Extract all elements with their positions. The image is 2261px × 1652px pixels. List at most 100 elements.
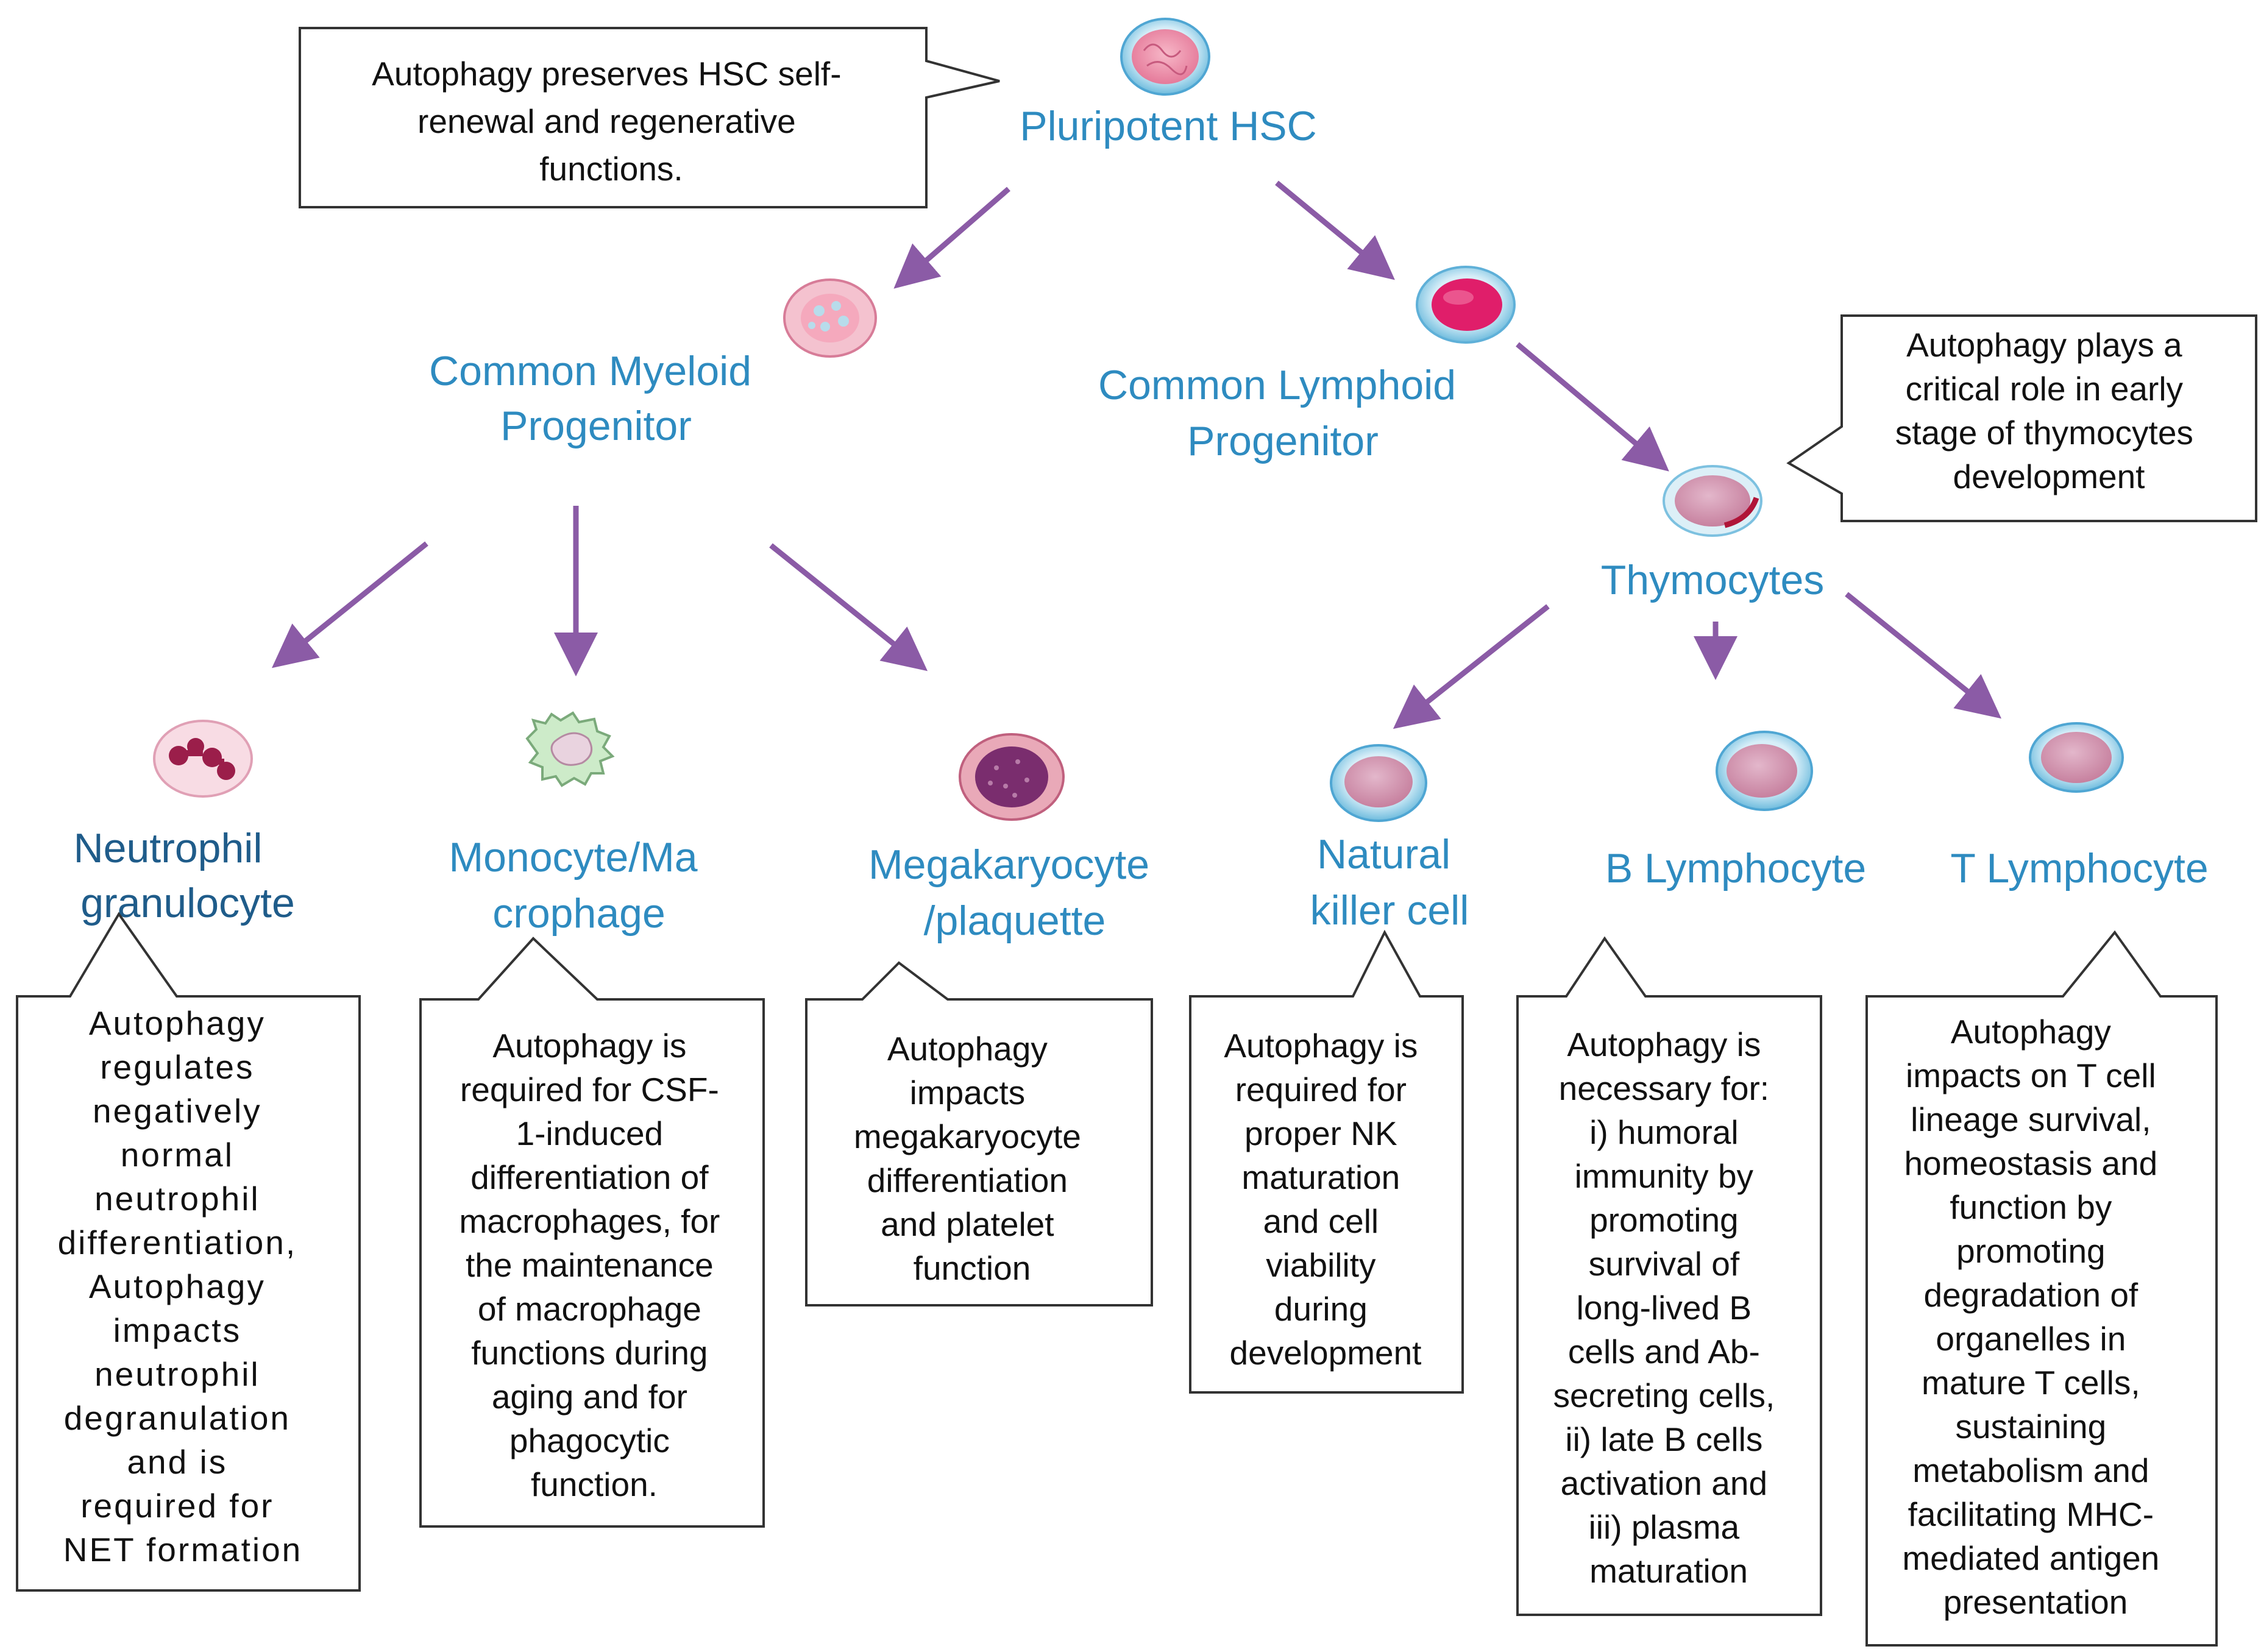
callout-line: activation and: [1561, 1464, 1767, 1502]
label-t-lymphocyte: T Lymphocyte: [1950, 845, 2208, 892]
callout-line: required for CSF-: [460, 1071, 719, 1108]
label-clp-line: Progenitor: [1187, 418, 1379, 464]
callout-line: cells and Ab-: [1568, 1333, 1760, 1370]
callout-line: during: [1274, 1290, 1368, 1328]
callout-line: function by: [1950, 1188, 2112, 1226]
callout-neutrophil: Autophagy regulates negatively normal ne…: [16, 912, 361, 1592]
callout-line: degradation of: [1924, 1276, 2139, 1314]
label-megakaryocyte-line: /plaquette: [924, 898, 1106, 944]
callout-b-lymphocyte: Autophagy is necessary for: i) humoral i…: [1516, 936, 1822, 1616]
neutrophil-cell-icon: [153, 720, 253, 798]
callout-line: and platelet: [881, 1205, 1054, 1243]
label-monocyte-line: Monocyte/Ma: [449, 834, 697, 881]
callout-line: promoting: [1589, 1201, 1739, 1239]
callout-line: sustaining: [1956, 1408, 2107, 1445]
megakaryocyte-cell-icon: [959, 733, 1065, 821]
arrow-hsc-to-cmp: [893, 186, 1010, 289]
callout-line: NET formation: [63, 1531, 303, 1569]
callout-line: regulates: [100, 1048, 254, 1086]
callout-line: facilitating MHC-: [1908, 1495, 2154, 1533]
callout-line: of macrophage: [478, 1290, 701, 1328]
label-hsc: Pluripotent HSC: [1020, 103, 1317, 149]
callout-line: impacts: [910, 1074, 1026, 1111]
callout-line: function.: [531, 1466, 658, 1503]
callout-line: critical role in early: [1906, 370, 2184, 408]
callout-line: lineage survival,: [1911, 1101, 2151, 1138]
callout-megakaryocyte-text: Autophagy impacts megakaryocyte differen…: [854, 1030, 1090, 1287]
arrow-thymocytes-to-t: [1845, 592, 2002, 719]
stem-cell-icon: [1120, 18, 1210, 96]
callout-line: 1-induced: [516, 1115, 664, 1152]
callout-line: viability: [1266, 1246, 1376, 1284]
label-cmp-line: Common Myeloid: [429, 348, 751, 394]
callout-t-lymphocyte: Autophagy impacts on T cell lineage surv…: [1865, 930, 2218, 1647]
callout-line: Autophagy: [89, 1004, 266, 1042]
callout-hsc-text: Autophagy preserves HSC self- renewal an…: [372, 55, 851, 188]
callout-line: and is: [127, 1443, 227, 1481]
callout-line: long-lived B: [1577, 1289, 1752, 1327]
thymocyte-cell-icon: [1663, 465, 1762, 537]
callout-line: stage of thymocytes: [1895, 414, 2193, 452]
callout-line: maturation: [1241, 1158, 1400, 1196]
callout-thymocytes: Autophagy plays a critical role in early…: [1786, 314, 2257, 522]
callout-line: mature T cells,: [1922, 1364, 2140, 1402]
label-nk-line: killer cell: [1310, 887, 1469, 934]
callout-line: functions.: [539, 150, 683, 188]
callout-nk: Autophagy is required for proper NK matu…: [1189, 929, 1464, 1394]
label-monocyte-line: crophage: [492, 890, 666, 937]
label-b-lymphocyte: B Lymphocyte: [1605, 845, 1866, 892]
callout-line: Autophagy plays a: [1906, 326, 2182, 364]
callout-monocyte: Autophagy is required for CSF- 1-induced…: [419, 937, 765, 1528]
callout-line: necessary for:: [1559, 1069, 1769, 1107]
label-megakaryocyte: Megakaryocyte /plaquette: [868, 842, 1161, 944]
label-cmp: Common Myeloid Progenitor: [429, 348, 763, 449]
callout-line: development: [1953, 458, 2145, 495]
callout-nk-text: Autophagy is required for proper NK matu…: [1224, 1027, 1427, 1372]
callout-line: mediated antigen: [1902, 1539, 2159, 1577]
callout-line: organelles in: [1936, 1320, 2126, 1358]
callout-neutrophil-text: Autophagy regulates negatively normal ne…: [58, 1004, 308, 1569]
macrophage-cell-icon: [525, 711, 615, 787]
callout-line: Autophagy: [1951, 1013, 2111, 1051]
callout-line: ii) late B cells: [1565, 1420, 1762, 1458]
callout-line: functions during: [471, 1334, 708, 1372]
callout-line: Autophagy is: [492, 1027, 686, 1065]
callout-line: Autophagy is: [1567, 1026, 1761, 1063]
callout-line: aging and for: [492, 1378, 687, 1416]
callout-line: impacts on T cell: [1906, 1057, 2156, 1094]
arrow-thymocytes-to-nk: [1393, 604, 1550, 729]
label-clp-line: Common Lymphoid: [1098, 362, 1456, 408]
callout-line: function: [914, 1249, 1031, 1287]
myeloid-progenitor-cell-icon: [783, 278, 877, 358]
callout-line: degranulation: [64, 1399, 291, 1437]
callout-t-lymphocyte-text: Autophagy impacts on T cell lineage surv…: [1902, 1013, 2168, 1621]
arrows: [271, 180, 2002, 729]
callout-thymocytes-text: Autophagy plays a critical role in early…: [1895, 326, 2202, 495]
label-megakaryocyte-line: Megakaryocyte: [868, 842, 1149, 888]
callout-line: Autophagy is: [1224, 1027, 1418, 1065]
b-cell-icon: [1716, 731, 1813, 811]
callout-line: differentiation: [867, 1161, 1068, 1199]
label-clp: Common Lymphoid Progenitor: [1098, 362, 1468, 464]
arrow-clp-to-thymocytes: [1516, 342, 1669, 472]
callout-line: required for: [1235, 1071, 1407, 1108]
label-cmp-line: Progenitor: [500, 403, 692, 449]
label-neutrophil-line: granulocyte: [80, 880, 295, 926]
callout-line: negatively: [93, 1092, 262, 1130]
nk-cell-icon: [1330, 744, 1427, 822]
callout-line: impacts: [113, 1311, 242, 1349]
callout-line: promoting: [1956, 1232, 2106, 1270]
callout-line: neutrophil: [94, 1355, 260, 1393]
callout-line: iii) plasma: [1589, 1508, 1740, 1546]
callout-line: immunity by: [1575, 1157, 1754, 1195]
callout-line: differentiation of: [470, 1158, 709, 1196]
callout-line: the maintenance: [466, 1246, 714, 1284]
callout-line: and cell: [1263, 1202, 1379, 1240]
callout-line: normal: [121, 1136, 234, 1174]
t-cell-icon: [2029, 722, 2124, 793]
callout-line: phagocytic: [509, 1422, 670, 1459]
callout-line: metabolism and: [1912, 1452, 2149, 1489]
arrow-cmp-to-neutrophil: [271, 541, 428, 668]
callout-line: Autophagy preserves HSC self-: [372, 55, 841, 93]
